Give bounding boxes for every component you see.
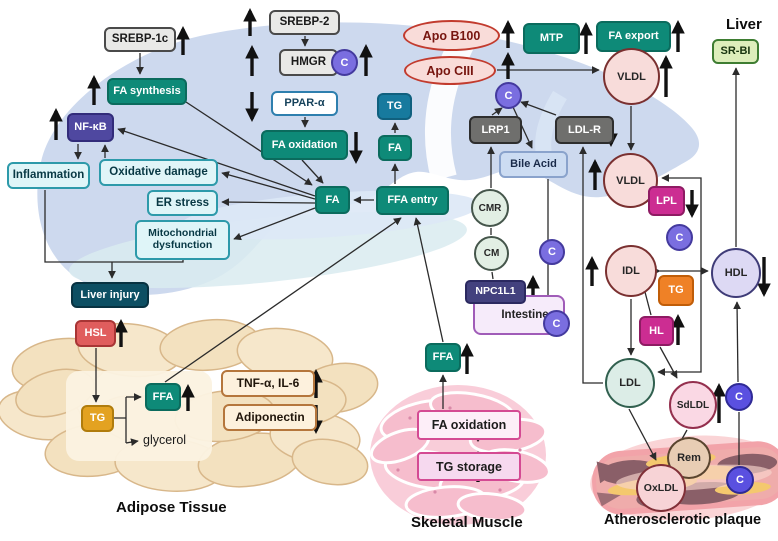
fa-upper-box: FA bbox=[378, 135, 412, 161]
lrp1-box: LRP1 bbox=[469, 116, 522, 144]
liver-region-label: Liver bbox=[726, 16, 762, 33]
idl-circle: IDL bbox=[605, 245, 657, 297]
cholesterol-circle-bile: C bbox=[539, 239, 565, 265]
apo-b100-oval: Apo B100 bbox=[403, 20, 500, 51]
oxldl-circle: OxLDL bbox=[636, 464, 686, 512]
muscle-region-label: Skeletal Muscle bbox=[411, 514, 523, 531]
srebp2-box: SREBP-2 bbox=[269, 10, 340, 35]
mtp-box: MTP bbox=[523, 23, 580, 54]
fa-oxidation-liver-box: FA oxidation bbox=[261, 130, 348, 160]
cholesterol-circle-lpl: C bbox=[666, 224, 693, 251]
inflammation-box: Inflammation bbox=[7, 162, 90, 189]
ffa-entry-box: FFA entry bbox=[376, 186, 449, 215]
hmgr-box: HMGR bbox=[279, 49, 338, 76]
hsl-box: HSL bbox=[75, 320, 116, 347]
cholesterol-circle-hmgr: C bbox=[331, 49, 358, 76]
mitochondrial-dysfunction-box: Mitochondrial dysfunction bbox=[135, 220, 230, 260]
cholesterol-circle-secretion: C bbox=[495, 82, 522, 109]
hdl-circle: HDL bbox=[711, 248, 761, 298]
adipose-tissue-illustration bbox=[0, 318, 379, 492]
vldl-circulating-circle: VLDL bbox=[603, 153, 658, 208]
bile-acid-box: Bile Acid bbox=[499, 151, 568, 178]
ldl-circle: LDL bbox=[605, 358, 655, 408]
tg-adipose-box: TG bbox=[81, 405, 114, 432]
srebp1c-box: SREBP-1c bbox=[104, 27, 176, 52]
tg-liver-box: TG bbox=[377, 93, 412, 120]
apo-ciii-oval: Apo CIII bbox=[404, 56, 496, 85]
nfkb-box: NF-κB bbox=[67, 113, 114, 142]
sdldl-circle: SdLDL bbox=[669, 381, 717, 429]
ffa-muscle-box: FFA bbox=[425, 343, 461, 372]
fa-export-box: FA export bbox=[596, 21, 671, 52]
cholesterol-circle-plaque: C bbox=[726, 466, 754, 494]
cmr-circle: CMR bbox=[471, 189, 509, 227]
vldl-secreted-circle: VLDL bbox=[603, 48, 660, 105]
fa-oxidation-muscle-box: FA oxidation bbox=[417, 410, 521, 440]
cm-circle: CM bbox=[474, 236, 509, 271]
liver-injury-box: Liver injury bbox=[71, 282, 149, 308]
adiponectin-box: Adiponectin bbox=[223, 404, 317, 431]
tg-orange-box: TG bbox=[658, 275, 694, 306]
ffa-adipose-box: FFA bbox=[145, 383, 181, 411]
hl-box: HL bbox=[639, 316, 674, 346]
tnf-il6-box: TNF-α, IL-6 bbox=[221, 370, 315, 397]
adipose-region-label: Adipose Tissue bbox=[116, 499, 227, 516]
cholesterol-circle-plasma: C bbox=[725, 383, 753, 411]
srbi-box: SR-BI bbox=[712, 39, 759, 64]
glycerol-label: glycerol bbox=[143, 433, 187, 447]
plaque-region-label: Atherosclerotic plaque bbox=[604, 512, 762, 528]
cholesterol-circle-intestine: C bbox=[543, 310, 570, 337]
oxidative-damage-box: Oxidative damage bbox=[99, 159, 218, 186]
ldlr-box: LDL-R bbox=[555, 116, 614, 144]
lpl-box: LPL bbox=[648, 186, 685, 216]
fa-synthesis-box: FA synthesis bbox=[107, 78, 187, 105]
tg-storage-box: TG storage bbox=[417, 452, 521, 481]
ppar-alpha-box: PPAR-α bbox=[271, 91, 338, 116]
er-stress-box: ER stress bbox=[147, 190, 218, 216]
fa-central-box: FA bbox=[315, 186, 350, 214]
npc1l1-box: NPC1L1 bbox=[465, 280, 526, 304]
